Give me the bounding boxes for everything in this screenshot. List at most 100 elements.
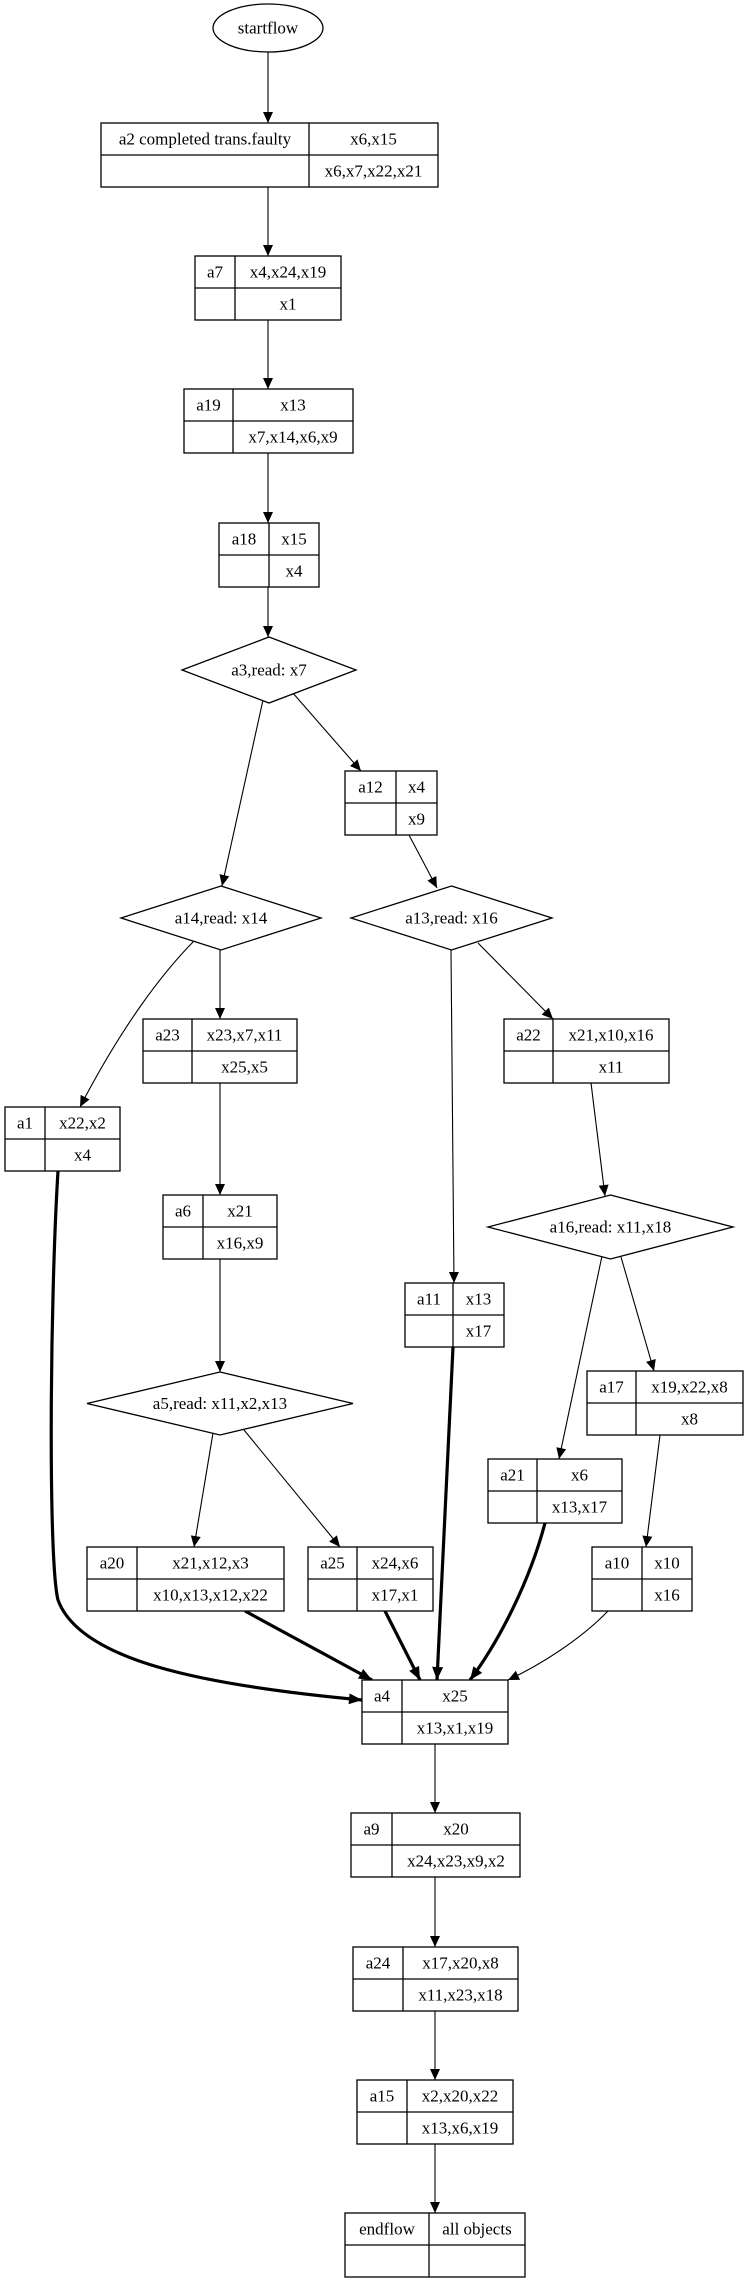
- record-name: a9: [363, 1820, 379, 1839]
- edge-line: [221, 699, 264, 887]
- node-a5: a5,read: x11,x2,x13: [86, 1371, 354, 1436]
- edge-a14-to-a23: [215, 950, 225, 1019]
- edge-a22-to-a16: [590, 1082, 609, 1197]
- decision-diamond: [180, 636, 358, 704]
- node-a23: a23 x23,x7,x11 x25,x5: [142, 1018, 298, 1084]
- arrowhead-icon: [598, 1184, 609, 1196]
- record-name: a20: [100, 1554, 125, 1573]
- edge-a3-to-a14: [219, 699, 264, 887]
- record-bottom-value: x16: [654, 1586, 680, 1605]
- edge-a9-to-a24: [430, 1877, 440, 1947]
- record-top-value: x4: [408, 778, 426, 797]
- edge-a5-to-a20: [190, 1432, 214, 1548]
- record-top-value: x20: [443, 1820, 469, 1839]
- arrowhead-icon: [430, 1936, 440, 1947]
- record-bottom-value: x13,x17: [552, 1498, 608, 1517]
- record-bottom-value: x17,x1: [372, 1586, 419, 1605]
- edge-line: [244, 1609, 373, 1682]
- node-endflow: endflow all objects: [344, 2212, 526, 2278]
- record-top-value: x4,x24,x19: [250, 263, 327, 282]
- record-name: a22: [516, 1026, 541, 1045]
- arrowhead-icon: [541, 1007, 553, 1019]
- record-name: a7: [207, 263, 224, 282]
- record-bottom-value: x8: [681, 1410, 698, 1429]
- edge-a24-to-a15: [430, 2011, 440, 2080]
- record-name: a11: [417, 1290, 441, 1309]
- record-name: endflow: [359, 2220, 415, 2239]
- edge-a1-to-a4: [49, 1170, 363, 1705]
- node-a21: a21 x6 x13,x17: [487, 1458, 623, 1524]
- edge-line: [193, 1432, 214, 1548]
- decision-label: a5,read: x11,x2,x13: [153, 1394, 287, 1413]
- edge-line: [468, 1522, 547, 1681]
- edges-layer: [49, 52, 661, 2213]
- edge-a16-to-a21: [556, 1255, 603, 1460]
- arrowhead-icon: [215, 1184, 225, 1195]
- record-top-value: x24,x6: [372, 1554, 419, 1573]
- record-name: a1: [17, 1114, 33, 1133]
- edge-a10-to-a4: [507, 1610, 609, 1681]
- record-bottom-value: x6,x7,x22,x21: [325, 162, 423, 181]
- edge-a16-to-a17: [620, 1256, 656, 1372]
- record-name: a23: [155, 1026, 180, 1045]
- edge-a5-to-a25: [243, 1429, 341, 1548]
- edge-a25-to-a4: [383, 1610, 422, 1681]
- edge-line: [243, 1429, 341, 1548]
- edge-line: [590, 1082, 606, 1197]
- record-name: a2 completed trans.faulty: [119, 130, 292, 149]
- arrowhead-icon: [430, 1802, 440, 1813]
- edge-a7-to-a19: [263, 320, 273, 389]
- arrowhead-icon: [348, 1693, 362, 1705]
- arrowhead-icon: [470, 1666, 483, 1680]
- edge-line: [49, 1170, 363, 1702]
- edge-a3-to-a12: [291, 691, 362, 772]
- decision-diamond: [86, 1371, 354, 1436]
- record-top-value: x17,x20,x8: [422, 1954, 499, 1973]
- record-name: a10: [605, 1554, 630, 1573]
- record-bottom-value: x11: [599, 1058, 624, 1077]
- record-top-value: x13: [280, 396, 306, 415]
- record-top-value: x22,x2: [59, 1114, 106, 1133]
- edge-line: [558, 1255, 603, 1460]
- edge-a13-to-a11: [448, 949, 459, 1284]
- node-startflow: startflow: [212, 3, 324, 53]
- record-bottom-value: x25,x5: [221, 1058, 268, 1077]
- edge-a2-to-a7: [263, 187, 273, 256]
- edge-a23-to-a6: [215, 1083, 225, 1195]
- record-bottom-value: x16,x9: [217, 1234, 264, 1253]
- record-name: a21: [500, 1466, 525, 1485]
- arrowhead-icon: [357, 1668, 372, 1680]
- arrowhead-icon: [215, 1361, 225, 1372]
- record-top-value: x19,x22,x8: [651, 1378, 728, 1397]
- record-top-value: all objects: [442, 2220, 511, 2239]
- arrowhead-icon: [329, 1535, 340, 1547]
- arrowhead-icon: [263, 512, 273, 523]
- record-top-value: x23,x7,x11: [207, 1026, 283, 1045]
- edge-line: [507, 1610, 609, 1681]
- record-top-value: x6: [571, 1466, 588, 1485]
- decision-label: a13,read: x16: [405, 909, 498, 928]
- record-top-value: x13: [466, 1290, 492, 1309]
- record-name: a19: [196, 396, 221, 415]
- edge-line: [477, 942, 554, 1020]
- node-a13: a13,read: x16: [348, 885, 555, 951]
- edge-a11-to-a4: [432, 1346, 455, 1681]
- edge-line: [450, 949, 455, 1284]
- record-name: a6: [175, 1202, 191, 1221]
- arrowhead-icon: [190, 1535, 201, 1547]
- node-a3: a3,read: x7: [180, 636, 358, 704]
- node-label: startflow: [238, 19, 299, 38]
- arrowhead-icon: [349, 759, 361, 771]
- record-top-value: x21,x12,x3: [172, 1554, 249, 1573]
- edge-a20-to-a4: [244, 1609, 373, 1682]
